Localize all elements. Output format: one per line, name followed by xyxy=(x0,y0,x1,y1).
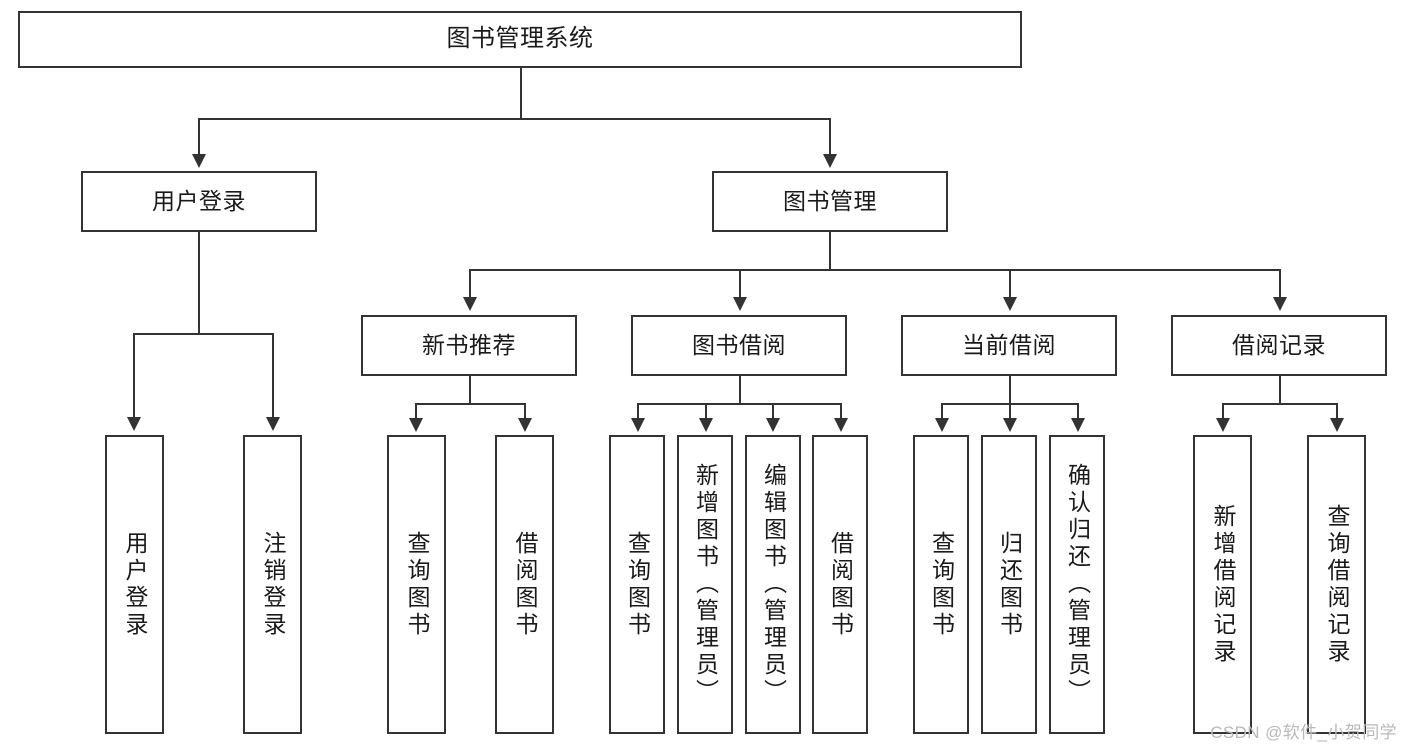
connector-book-manage-drop-4 xyxy=(1279,269,1281,298)
connector-book-borrow-drop-3 xyxy=(772,403,774,419)
node-label: 查询借阅记录 xyxy=(1324,503,1350,666)
connector-user-login-stem xyxy=(198,232,200,334)
connector-book-manage-drop-3 xyxy=(1009,269,1011,298)
connector-root-drop-right xyxy=(829,118,831,156)
connector-current-borrow-drop-1 xyxy=(941,403,943,419)
node-label: 图书管理 xyxy=(783,187,877,214)
node-label: 新书推荐 xyxy=(422,331,516,358)
node-label: 图书借阅 xyxy=(692,331,786,358)
leaf-borrow-book[interactable]: 借阅图书 xyxy=(812,435,868,734)
leaf-query-book-recommend[interactable]: 查询图书 xyxy=(387,435,446,734)
arrowhead-to-leaf-borrow-book-2 xyxy=(834,418,848,432)
arrowhead-to-leaf-return-book xyxy=(1003,418,1017,432)
arrowhead-to-leaf-logout xyxy=(266,417,280,431)
connector-book-manage-bar xyxy=(469,269,1280,271)
node-label: 确认归还（管理员） xyxy=(1064,463,1091,706)
leaf-confirm-return-admin[interactable]: 确认归还（管理员） xyxy=(1049,435,1105,734)
arrowhead-to-leaf-edit-book xyxy=(766,418,780,432)
node-label: 用户登录 xyxy=(152,187,246,214)
connector-book-manage-stem xyxy=(829,232,831,270)
connector-current-borrow-drop-2 xyxy=(1009,403,1011,419)
connector-book-borrow-drop-4 xyxy=(840,403,842,419)
node-label: 当前借阅 xyxy=(962,331,1056,358)
node-label: 编辑图书（管理员） xyxy=(760,463,787,706)
node-label: 查询图书 xyxy=(928,530,955,639)
connector-book-manage-drop-1 xyxy=(469,269,471,298)
arrowhead-to-leaf-query-record xyxy=(1330,418,1344,432)
node-label: 归还图书 xyxy=(996,530,1023,639)
arrowhead-to-leaf-user-login xyxy=(127,417,141,431)
connector-new-book-bar xyxy=(415,403,525,405)
connector-current-borrow-drop-3 xyxy=(1077,403,1079,419)
connector-new-book-drop-1 xyxy=(415,403,417,419)
connector-new-book-drop-2 xyxy=(524,403,526,419)
leaf-user-login[interactable]: 用户登录 xyxy=(105,435,164,734)
connector-borrow-record-bar xyxy=(1222,403,1337,405)
leaf-query-borrow-record[interactable]: 查询借阅记录 xyxy=(1307,435,1366,734)
node-user-login[interactable]: 用户登录 xyxy=(81,171,317,232)
connector-borrow-record-drop-1 xyxy=(1222,403,1224,419)
connector-new-book-stem xyxy=(469,376,471,404)
arrowhead-to-leaf-add-record xyxy=(1216,418,1230,432)
node-label: 注销登录 xyxy=(260,530,286,639)
node-label: 新增借阅记录 xyxy=(1210,503,1236,666)
node-book-management[interactable]: 图书管理 xyxy=(712,171,948,232)
connector-borrow-record-drop-2 xyxy=(1336,403,1338,419)
connector-book-borrow-drop-2 xyxy=(705,403,707,419)
node-label: 图书管理系统 xyxy=(446,25,594,53)
leaf-logout[interactable]: 注销登录 xyxy=(243,435,302,734)
leaf-return-book[interactable]: 归还图书 xyxy=(981,435,1037,734)
connector-book-borrow-bar xyxy=(637,403,841,405)
node-borrow-record[interactable]: 借阅记录 xyxy=(1171,315,1387,376)
connector-book-borrow-stem xyxy=(739,376,741,404)
node-label: 借阅记录 xyxy=(1232,331,1326,358)
arrowhead-to-current-borrow xyxy=(1003,297,1017,311)
arrowhead-to-leaf-query-book-2 xyxy=(631,418,645,432)
node-label: 查询图书 xyxy=(624,530,651,639)
connector-user-login-drop-1 xyxy=(133,333,135,418)
arrowhead-to-borrow-record xyxy=(1273,297,1287,311)
node-root-system[interactable]: 图书管理系统 xyxy=(18,11,1022,68)
connector-current-borrow-stem xyxy=(1009,376,1011,404)
connector-book-borrow-drop-1 xyxy=(637,403,639,419)
node-current-borrow[interactable]: 当前借阅 xyxy=(901,315,1117,376)
node-label: 新增图书（管理员） xyxy=(692,463,719,706)
arrowhead-to-book-borrow xyxy=(733,297,747,311)
connector-root-bar xyxy=(198,118,831,120)
leaf-add-book-admin[interactable]: 新增图书（管理员） xyxy=(677,435,733,734)
node-label: 用户登录 xyxy=(122,530,148,639)
connector-root-drop-left xyxy=(198,118,200,156)
node-label: 查询图书 xyxy=(404,530,430,639)
arrowhead-to-new-book-recommend xyxy=(463,297,477,311)
leaf-borrow-book-recommend[interactable]: 借阅图书 xyxy=(495,435,554,734)
connector-borrow-record-stem xyxy=(1279,376,1281,404)
node-book-borrow[interactable]: 图书借阅 xyxy=(631,315,847,376)
arrowhead-to-leaf-query-book-3 xyxy=(935,418,949,432)
leaf-query-book-borrow[interactable]: 查询图书 xyxy=(609,435,665,734)
arrowhead-to-leaf-query-book-1 xyxy=(409,418,423,432)
arrowhead-root-to-book-manage xyxy=(823,154,837,168)
node-label: 借阅图书 xyxy=(827,530,854,639)
arrowhead-to-leaf-confirm-return xyxy=(1071,418,1085,432)
arrowhead-to-leaf-borrow-book-1 xyxy=(518,418,532,432)
arrowhead-root-to-user-login xyxy=(192,154,206,168)
leaf-edit-book-admin[interactable]: 编辑图书（管理员） xyxy=(745,435,801,734)
leaf-query-book-current[interactable]: 查询图书 xyxy=(913,435,969,734)
leaf-add-borrow-record[interactable]: 新增借阅记录 xyxy=(1193,435,1252,734)
connector-user-login-bar xyxy=(133,333,273,335)
connector-user-login-drop-2 xyxy=(272,333,274,418)
node-new-book-recommend[interactable]: 新书推荐 xyxy=(361,315,577,376)
connector-book-manage-drop-2 xyxy=(739,269,741,298)
connector-root-stem xyxy=(520,68,522,119)
arrowhead-to-leaf-add-book xyxy=(699,418,713,432)
node-label: 借阅图书 xyxy=(512,530,538,639)
